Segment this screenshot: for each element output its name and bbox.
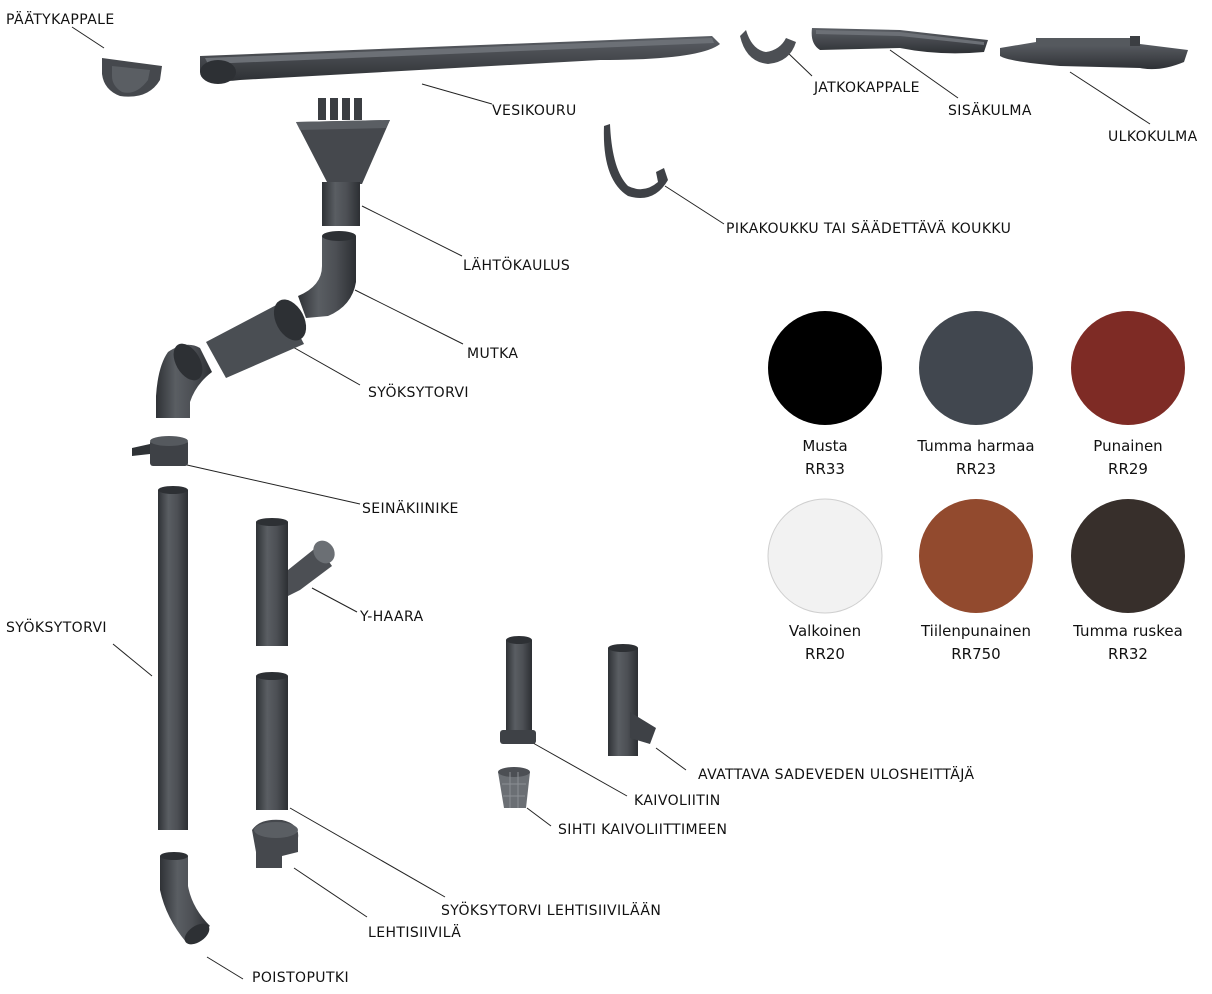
outlet-pipe-part: [160, 852, 213, 949]
gutter-part: [200, 36, 720, 84]
upper-bend-part: [298, 231, 356, 318]
swatch-code-musta: RR33: [745, 460, 905, 478]
swatch-name-tiilenpunainen: Tiilenpunainen: [896, 622, 1056, 640]
downpipe-part: [158, 486, 188, 830]
label-kaivoliitin: KAIVOLIITIN: [634, 793, 721, 809]
label-seinakiinike: SEINÄKIINIKE: [362, 501, 459, 517]
label-paatykappale: PÄÄTYKAPPALE: [6, 12, 115, 28]
label-jatkokappale: JATKOKAPPALE: [814, 80, 920, 96]
outlet-part: [296, 98, 390, 226]
label-lehtisiivila: LEHTISIIVILÄ: [368, 925, 461, 941]
label-sisakulma: SISÄKULMA: [948, 103, 1032, 119]
swatch-name-tumma-ruskea: Tumma ruskea: [1048, 622, 1208, 640]
part-shapes: [102, 28, 1188, 949]
swatch-tumma-ruskea: [1071, 499, 1185, 613]
lower-bend-part: [156, 339, 212, 418]
swatch-name-tumma-harmaa: Tumma harmaa: [896, 437, 1056, 455]
label-poistoputki: POISTOPUTKI: [252, 970, 349, 986]
swatch-code-punainen: RR29: [1048, 460, 1208, 478]
wall-bracket-part: [132, 436, 188, 466]
label-mutka: MUTKA: [467, 346, 518, 362]
leaf-strainer-part: [252, 820, 298, 868]
label-vesikouru: VESIKOURU: [492, 103, 577, 119]
label-sihti: SIHTI KAIVOLIITTIMEEN: [558, 822, 727, 838]
hook-part: [604, 124, 668, 198]
label-ulkokulma: ULKOKULMA: [1108, 129, 1198, 145]
diagonal-pipe-part: [206, 294, 313, 378]
label-avattava: AVATTAVA SADEVEDEN ULOSHEITTÄJÄ: [698, 767, 975, 783]
label-lahtokaulus: LÄHTÖKAULUS: [463, 258, 570, 274]
label-syoksytorvi-upper: SYÖKSYTORVI: [368, 385, 469, 401]
swatch-code-tiilenpunainen: RR750: [896, 645, 1056, 663]
diverter-part: [608, 644, 656, 756]
swatch-tumma-harmaa: [919, 311, 1033, 425]
swatch-valkoinen: [768, 499, 882, 613]
swatch-tiilenpunainen: [919, 499, 1033, 613]
swatch-punainen: [1071, 311, 1185, 425]
swatch-code-tumma-harmaa: RR23: [896, 460, 1056, 478]
label-syoksytorvi-left: SYÖKSYTORVI: [6, 620, 107, 636]
swatch-code-tumma-ruskea: RR32: [1048, 645, 1208, 663]
connector-part: [740, 30, 796, 64]
inside-corner-part: [812, 28, 988, 53]
label-pikakoukku: PIKAKOUKKU TAI SÄÄDETTÄVÄ KOUKKU: [726, 221, 1011, 237]
well-connector-part: [500, 636, 536, 744]
swatch-name-punainen: Punainen: [1048, 437, 1208, 455]
outside-corner-part: [1000, 36, 1188, 69]
swatch-musta: [768, 311, 882, 425]
swatch-name-valkoinen: Valkoinen: [745, 622, 905, 640]
strainer-pipe-part: [256, 672, 288, 810]
label-syoksytorvi-lehti: SYÖKSYTORVI LEHTISIIVILÄÄN: [441, 903, 661, 919]
end-cap-part: [102, 58, 162, 97]
y-branch-part: [256, 518, 339, 646]
label-y-haara: Y-HAARA: [360, 609, 424, 625]
swatch-name-musta: Musta: [745, 437, 905, 455]
sieve-part: [498, 767, 530, 808]
swatch-code-valkoinen: RR20: [745, 645, 905, 663]
